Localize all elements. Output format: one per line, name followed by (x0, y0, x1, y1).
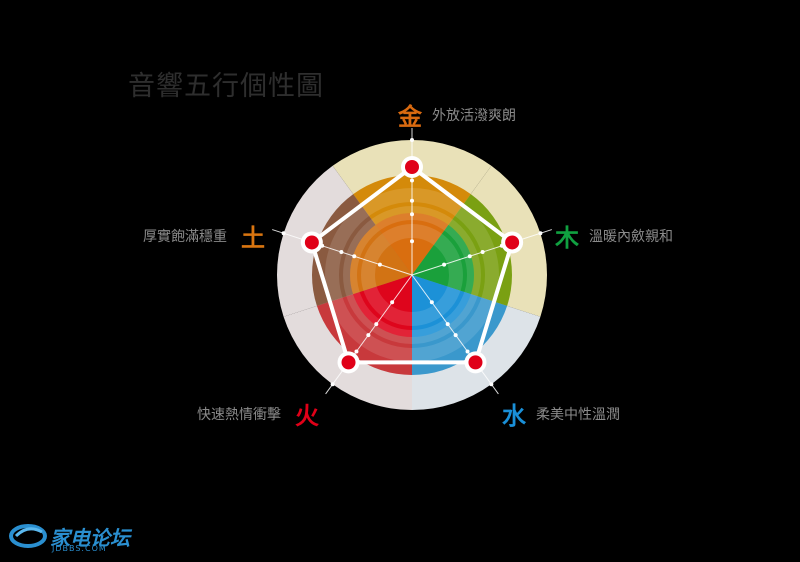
core-sector-1 (412, 224, 474, 295)
axis-tick-dot-2-3 (465, 349, 470, 354)
axis-tick-dot-3-3 (354, 349, 359, 354)
axis-label-3: 快速熱情衝擊火 (197, 396, 319, 431)
axis-tick-dot-3-0 (390, 300, 395, 305)
axis-label-2: 水柔美中性溫潤 (502, 396, 620, 431)
axis-tick-dot-2-2 (453, 333, 458, 338)
axis-label-0: 金外放活潑爽朗 (398, 97, 516, 132)
watermark-brand: 家电论坛 (50, 525, 130, 550)
axis-tick-dot-3-4 (330, 382, 335, 387)
data-point-1 (505, 235, 520, 250)
axis-tick-dot-2-0 (429, 300, 434, 305)
axis-tick-dot-1-4 (538, 231, 543, 236)
axis-tick-dot-4-2 (339, 250, 344, 255)
element-description: 快速熱情衝擊 (197, 406, 281, 423)
axis-tick-dot-0-4 (410, 138, 414, 142)
axis-label-1: 木溫暖內斂親和 (555, 218, 673, 253)
axis-tick-dot-1-0 (442, 262, 447, 267)
axis-tick-dot-0-2 (410, 198, 414, 203)
axis-tick-dot-3-1 (374, 322, 379, 327)
axis-tick-dot-2-1 (445, 322, 450, 327)
data-point-0 (405, 160, 419, 174)
axis-tick-dot-0-0 (410, 239, 414, 244)
axis-tick-dot-1-1 (467, 254, 472, 259)
axis-tick-dot-4-1 (352, 254, 357, 259)
axis-tick-dot-0-1 (410, 212, 414, 217)
core-sector-4 (349, 224, 412, 295)
axis-tick-dot-2-4 (489, 382, 494, 387)
watermark-logo: 家电论坛 JDBBS.COM (8, 520, 130, 553)
axis-tick-dot-1-2 (480, 250, 485, 255)
data-point-2 (468, 355, 483, 370)
data-point-3 (341, 355, 356, 370)
axis-tick-dot-0-3 (410, 178, 414, 183)
axis-label-4: 厚實飽滿穩重土 (143, 218, 265, 253)
core-sector-2 (412, 275, 471, 337)
element-description: 厚實飽滿穩重 (143, 228, 227, 245)
element-name: 火 (295, 402, 319, 430)
watermark-domain: JDBBS.COM (52, 544, 107, 553)
forum-logo-icon (9, 524, 47, 548)
element-name: 水 (502, 402, 526, 430)
axis-tick-dot-4-0 (377, 262, 382, 267)
element-name: 土 (241, 224, 265, 252)
element-description: 溫暖內斂親和 (589, 228, 673, 245)
element-name: 金 (398, 103, 422, 131)
chart-title: 音響五行個性圖 (128, 71, 324, 102)
data-point-4 (304, 235, 319, 250)
data-polygon (309, 165, 515, 365)
core-sector-3 (353, 275, 412, 337)
element-name: 木 (555, 224, 579, 252)
axis-tick-dot-3-2 (366, 333, 371, 338)
element-description: 柔美中性溫潤 (536, 406, 620, 423)
element-description: 外放活潑爽朗 (432, 107, 516, 124)
axis-tick-dot-4-4 (281, 231, 286, 236)
